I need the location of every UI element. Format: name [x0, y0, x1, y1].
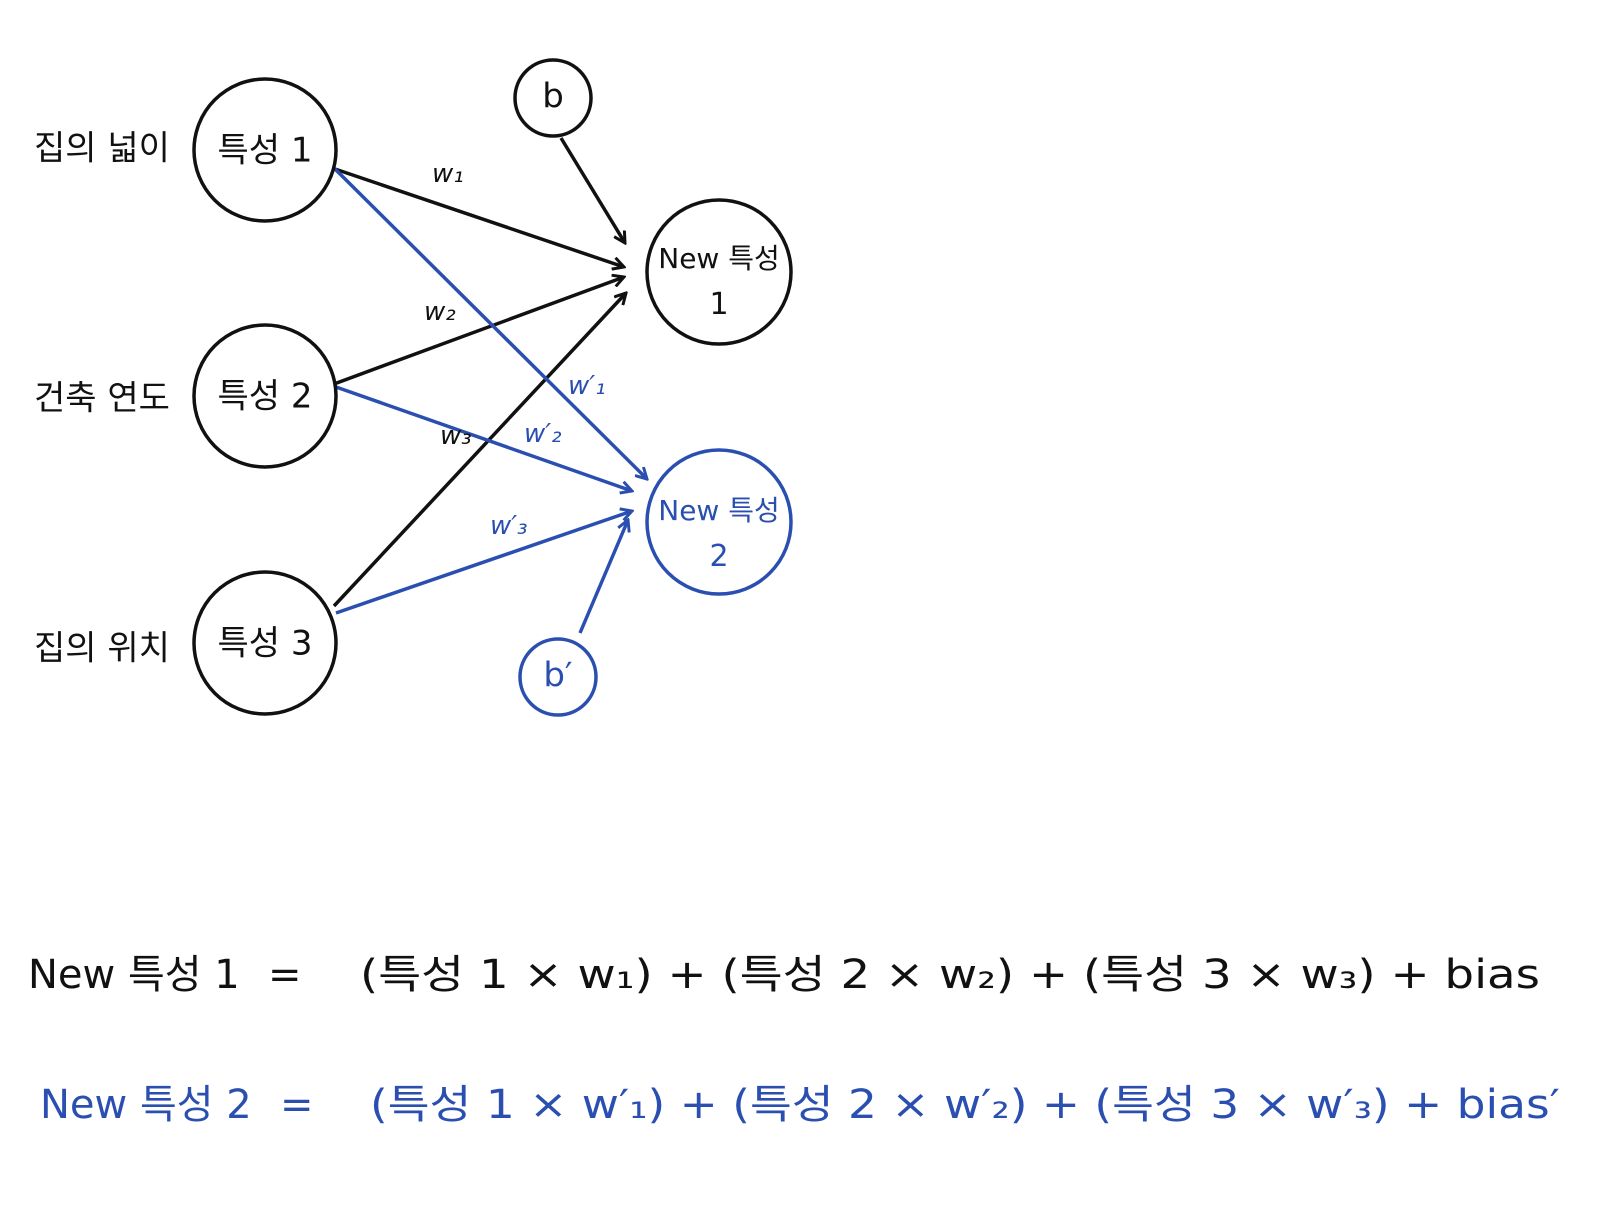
output-node-1-label-line1: New 특성 [658, 242, 780, 275]
edge-f2-to-out1 [333, 277, 624, 386]
bias-node-b-label: b [542, 77, 564, 117]
input-description-1: 집의 넓이 [34, 129, 170, 169]
equation-2-rhs: (특성 1 × w′₁) + (특성 2 × w′₂) + (특성 3 × w′… [370, 1082, 1560, 1128]
weight-label-w2-prime: w′₂ [524, 419, 562, 449]
input-node-3: 특성 3 [192, 570, 338, 716]
output-node-2-label-line1: New 특성 [658, 494, 780, 527]
equation-1: New 특성 1 = (특성 1 × w₁) + (특성 2 × w₂) + (… [28, 952, 1540, 998]
input-description-3: 집의 위치 [34, 629, 170, 669]
equation-1-rhs: (특성 1 × w₁) + (특성 2 × w₂) + (특성 3 × w₃) … [360, 952, 1540, 998]
input-node-2-label: 특성 2 [218, 377, 313, 417]
edge-f2-to-out2 [335, 385, 632, 491]
output-node-2: New 특성 2 [645, 448, 793, 596]
edge-f1-to-out2 [332, 166, 647, 479]
input-description-2: 건축 연도 [34, 379, 170, 419]
output-node-1-label-line2: 1 [709, 287, 728, 322]
bias-node-b: b [513, 58, 593, 138]
equation-2-lhs: New 특성 2 [40, 1082, 252, 1128]
weight-label-w3-prime: w′₃ [490, 511, 528, 541]
edge-b-to-out1 [559, 137, 625, 243]
edge-f1-to-out1 [331, 166, 624, 267]
edge-f3-to-out2 [335, 511, 632, 615]
bias-node-b-prime: b′ [518, 637, 598, 717]
input-node-1: 특성 1 [192, 77, 338, 223]
weight-label-w1-prime: w′₁ [568, 371, 606, 401]
input-node-1-label: 특성 1 [218, 131, 313, 171]
equation-2: New 특성 2 = (특성 1 × w′₁) + (특성 2 × w′₂) +… [40, 1082, 1560, 1128]
output-node-2-label-line2: 2 [709, 539, 728, 574]
equation-1-lhs: New 특성 1 [28, 952, 240, 998]
edge-b2-to-out2 [578, 520, 628, 634]
equation-1-equals: = [268, 952, 302, 998]
bias-node-b-prime-label: b′ [543, 656, 572, 696]
weight-label-w1: w₁ [432, 159, 464, 189]
weight-label-w3: w₃ [440, 421, 472, 451]
edge-f3-to-out1 [332, 293, 626, 608]
output-node-1: New 특성 1 [645, 198, 793, 346]
input-node-3-label: 특성 3 [218, 624, 313, 664]
weight-label-w2: w₂ [424, 297, 456, 327]
input-node-2: 특성 2 [192, 323, 338, 469]
equation-2-equals: = [280, 1082, 314, 1128]
